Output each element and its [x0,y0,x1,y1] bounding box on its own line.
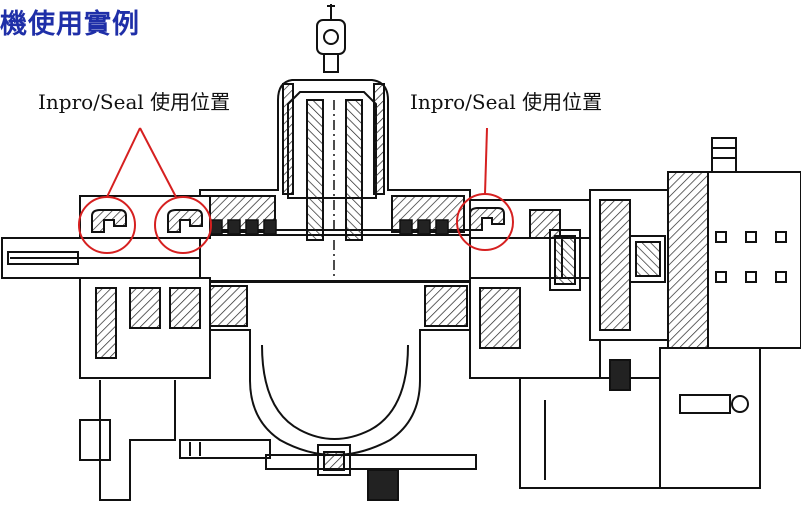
upper-casing [199,79,471,233]
leader-line-left-2 [139,127,177,198]
drive-unit [659,137,801,489]
right-bearing-housing [469,189,671,489]
lower-casing [199,281,477,501]
page-title: 機使用實例 [0,9,140,40]
callout-label-left: Inpro/Seal 使用位置 [38,90,231,114]
drawing-lines [1,4,801,501]
shaft [1,234,563,282]
callout-markers [78,127,514,254]
leader-line-right [484,127,488,195]
inpro-seal-shapes [91,207,505,233]
leader-line-left-1 [106,127,141,198]
left-bearing-housing [79,195,271,501]
top-spindle [316,4,346,73]
callout-label-right: Inpro/Seal 使用位置 [410,90,603,114]
callout-circle-left-2 [154,196,212,254]
